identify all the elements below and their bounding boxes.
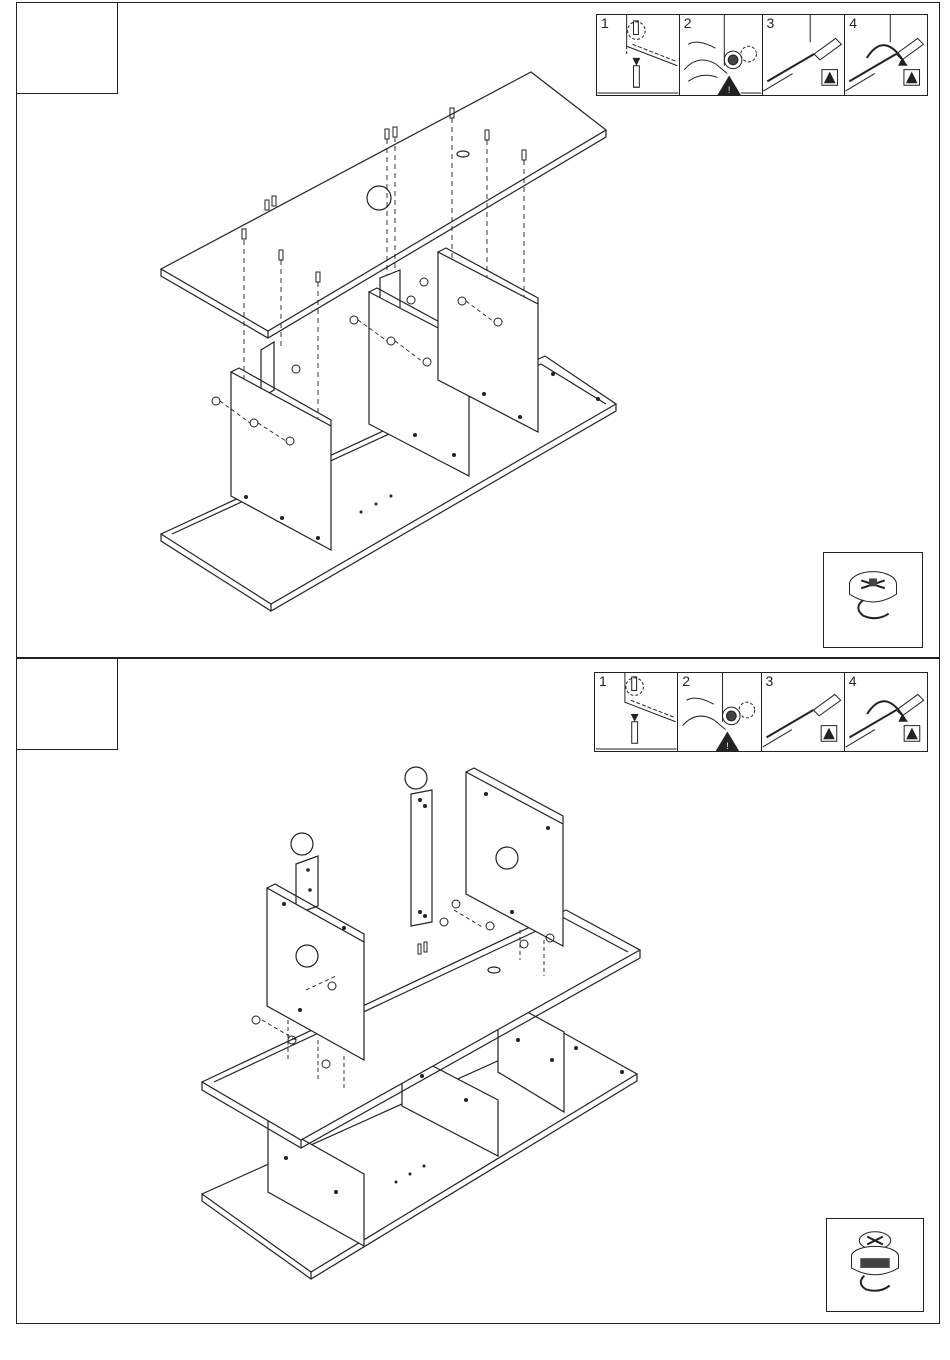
upper-assembly-drawing xyxy=(0,0,950,660)
part-label-circle xyxy=(405,767,427,789)
part-label-circle xyxy=(496,847,518,869)
lower-assembly-drawing xyxy=(0,660,950,1360)
part-label-circle xyxy=(291,833,313,855)
part-label-circle xyxy=(296,945,318,967)
rail-piece xyxy=(411,790,432,926)
